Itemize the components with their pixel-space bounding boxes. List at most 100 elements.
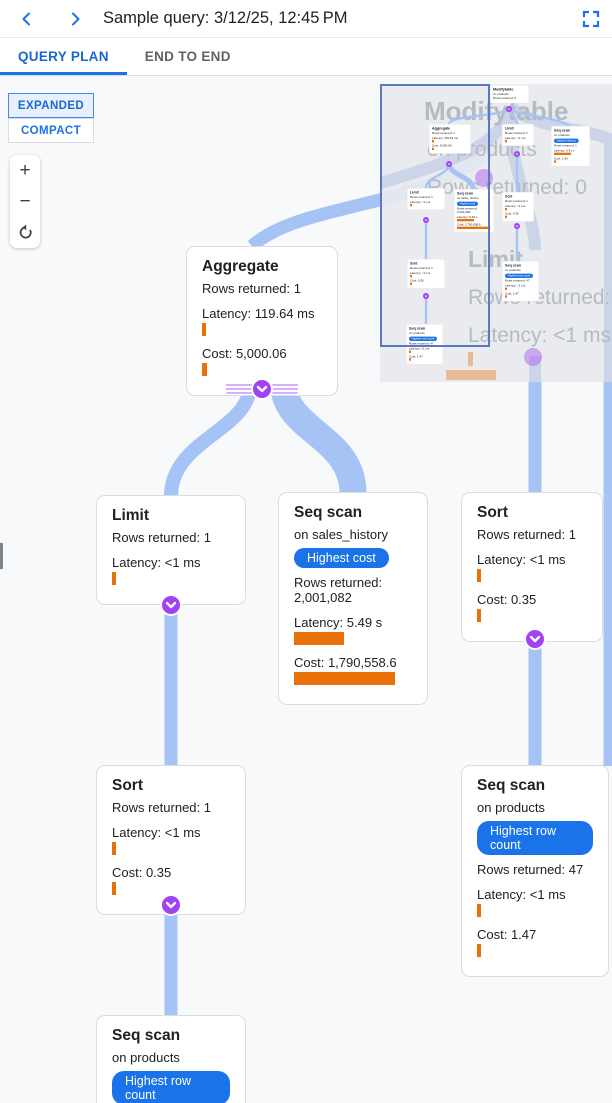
node-table-name: on sales_history: [456, 196, 479, 200]
node-rows-returned: Rows returned: 2,001,082: [294, 575, 383, 605]
node-title: Aggregate: [202, 258, 279, 275]
cost-bar: [408, 358, 411, 361]
node-rows-returned: Rows returned: 0: [492, 96, 516, 100]
edge-aggregate-to-limit: [164, 384, 257, 497]
node-cost: Cost: 1.47: [408, 354, 423, 358]
node-latency: Latency: <1 ms: [477, 887, 566, 902]
node-rows-returned: Rows returned: 1: [477, 527, 576, 542]
fullscreen-button[interactable]: [578, 6, 604, 32]
cost-bar: [294, 672, 395, 685]
latency-bar: [409, 203, 412, 207]
node-cost: Cost: 1.59: [553, 156, 568, 160]
node-latency: Latency: <1 ms: [477, 552, 566, 567]
node-highlight-badge: Highest latency: [553, 138, 579, 143]
latency-bar: [456, 218, 474, 222]
node-latency: Latency: <1 ms: [504, 204, 526, 208]
collapse-node-button[interactable]: [160, 594, 182, 616]
node-rows-returned: Rows returned: 1: [409, 266, 433, 270]
minimap-viewport[interactable]: [380, 84, 490, 347]
node-rows-returned: Rows returned: 47: [504, 278, 530, 283]
minimap-markers: [422, 105, 520, 299]
node-cost: Cost: 1,790,558.6: [456, 222, 481, 227]
zoom-controls: + −: [10, 155, 40, 248]
tab-bar: QUERY PLAN END TO END: [0, 38, 612, 76]
node-latency: Latency: 5.41 s: [553, 148, 575, 153]
node-cost: Cost: 0.35: [112, 865, 172, 880]
node-latency: Latency: <1 ms: [112, 825, 201, 840]
node-latency: Latency: <1 ms: [409, 200, 431, 204]
tab-end-to-end[interactable]: END TO END: [144, 49, 231, 64]
node-title: Seq scan: [456, 191, 474, 196]
node-rows-returned: Rows returned: 1: [202, 281, 301, 296]
chevron-down-icon: [529, 635, 541, 642]
node-table-name: on products: [553, 133, 570, 137]
node-title: Modifytable: [492, 87, 514, 92]
node-latency: Latency: <1 ms: [504, 283, 526, 288]
zoom-out-button[interactable]: −: [19, 190, 31, 212]
latency-bar: [504, 207, 507, 211]
node-title: Seq scan: [477, 777, 546, 794]
collapse-node-button[interactable]: [160, 894, 182, 916]
latency-bar: [112, 842, 116, 855]
latency-bar: [408, 350, 411, 353]
node-latency: Latency: <1 ms: [504, 136, 526, 140]
node-cost: Cost: 5,000.06: [431, 143, 452, 148]
node-table-name: on products: [477, 800, 545, 815]
cost-bar: [112, 882, 116, 895]
latency-bar: [504, 139, 507, 143]
cost-bar: [431, 147, 434, 150]
expanded-mode-button[interactable]: EXPANDED: [8, 93, 94, 118]
compact-mode-button[interactable]: COMPACT: [8, 118, 94, 143]
node-rows-returned: Rows returned: 1: [504, 131, 528, 135]
tab-query-plan[interactable]: QUERY PLAN: [0, 38, 127, 75]
cost-bar: [477, 609, 481, 622]
node-latency: Latency: <1 ms: [112, 555, 201, 570]
node-rows-returned: Rows returned: 1: [112, 530, 211, 545]
node-cost: Cost: 5,000.06: [202, 346, 287, 361]
node-title: Seq scan: [553, 128, 571, 133]
previous-query-button[interactable]: [14, 6, 40, 32]
node-highlight-badge: Highest row count: [477, 821, 593, 855]
node-rows-returned: Rows returned: 1: [431, 131, 455, 135]
cost-bar: [202, 363, 207, 376]
chevron-down-icon: [165, 601, 177, 608]
edge-aggregate-to-seq-scan: [270, 383, 367, 495]
node-title: Seq scan: [408, 326, 426, 331]
node-cost: Cost: 0.35: [477, 592, 537, 607]
layout-mode-toggle: EXPANDED COMPACT: [8, 93, 94, 143]
node-table-name: on products: [492, 92, 509, 96]
reset-view-button[interactable]: [10, 217, 40, 248]
minimap-edges: [422, 105, 571, 324]
cost-bar: [456, 226, 491, 229]
minimap[interactable]: Modifytable on products Rows returned: 0…: [380, 84, 612, 382]
collapse-node-button[interactable]: [524, 628, 546, 650]
node-latency: Latency: 5.49 s: [456, 215, 478, 219]
node-title: Seq scan: [112, 1027, 181, 1044]
node-latency: Latency: <1 ms: [409, 271, 431, 275]
chevron-left-icon: [22, 12, 30, 26]
node-rows-returned: Rows returned: 1: [504, 199, 528, 203]
cost-bar: [504, 295, 507, 298]
next-query-button[interactable]: [62, 6, 88, 32]
node-highlight-badge: Highest cost: [456, 201, 478, 206]
fullscreen-icon: [582, 10, 600, 28]
node-rows-returned: Rows returned: 1: [409, 195, 433, 199]
collapse-node-button[interactable]: [251, 378, 273, 400]
latency-bar: [431, 139, 434, 143]
cost-bar: [477, 944, 481, 957]
zoom-in-button[interactable]: +: [19, 159, 31, 181]
pane-resize-handle[interactable]: [0, 543, 3, 569]
